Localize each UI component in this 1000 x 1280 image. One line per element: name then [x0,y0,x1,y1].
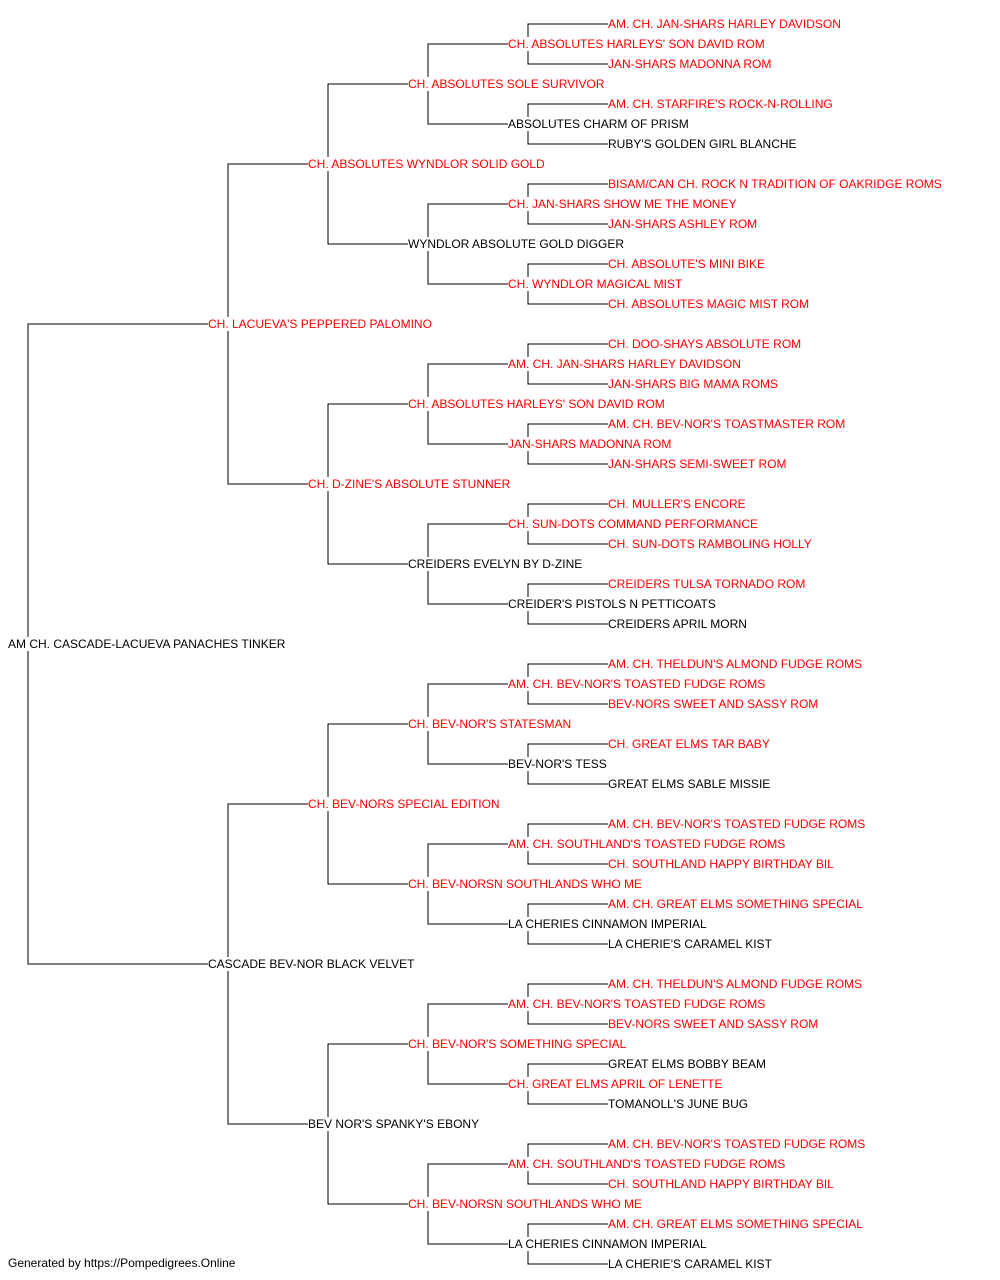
dog-name-dam-sire-sire-dam-sire: CH. GREAT ELMS TAR BABY [608,737,770,751]
dog-name-dam: CASCADE BEV-NOR BLACK VELVET [208,957,415,971]
pedigree-connector-dam-dam-dam [427,1163,508,1245]
dog-name-dam-sire-dam: CH. BEV-NORSN SOUTHLANDS WHO ME [408,877,642,891]
dog-name-dam-sire-dam-sire-sire: AM. CH. BEV-NOR'S TOASTED FUDGE ROMS [608,817,865,831]
dog-name-sire-sire-sire-dam-sire: AM. CH. STARFIRE'S ROCK-N-ROLLING [608,97,833,111]
dog-name-dam-sire: CH. BEV-NORS SPECIAL EDITION [308,797,500,811]
dog-name-dam-sire-dam-dam-sire: AM. CH. GREAT ELMS SOMETHING SPECIAL [608,897,863,911]
dog-name-dam-sire-sire-sire-sire: AM. CH. THELDUN'S ALMOND FUDGE ROMS [608,657,862,671]
dog-name-dam-sire-dam-dam-dam: LA CHERIE'S CARAMEL KIST [608,937,773,951]
pedigree-connector-dam-dam-dam-sire [527,1143,608,1185]
dog-name-sire-dam-sire-sire-dam: JAN-SHARS BIG MAMA ROMS [608,377,778,391]
pedigree-connector-sire-dam-dam-dam [527,583,608,625]
dog-name-dam-sire-sire-dam-dam: GREAT ELMS SABLE MISSIE [608,777,770,791]
dog-name-dam-dam-dam-dam-sire: AM. CH. GREAT ELMS SOMETHING SPECIAL [608,1217,863,1231]
pedigree-connector-root [27,323,208,965]
dog-name-sire-sire-dam-sire-dam: JAN-SHARS ASHLEY ROM [608,217,757,231]
dog-name-sire-dam: CH. D-ZINE'S ABSOLUTE STUNNER [308,477,511,491]
dog-name-sire-sire-sire-sire: CH. ABSOLUTES HARLEYS' SON DAVID ROM [508,37,765,51]
dog-name-sire-dam-dam-sire-sire: CH. MULLER'S ENCORE [608,497,746,511]
dog-name-sire-dam-sire-sire-sire: CH. DOO-SHAYS ABSOLUTE ROM [608,337,801,351]
pedigree-connector-sire-dam-sire [427,363,508,445]
pedigree-connector-dam-dam [327,1043,408,1205]
dog-name-sire-dam-dam-sire-dam: CH. SUN-DOTS RAMBOLING HOLLY [608,537,812,551]
dog-name-dam-dam-sire-sire: AM. CH. BEV-NOR'S TOASTED FUDGE ROMS [508,997,765,1011]
dog-name-dam-dam: BEV NOR'S SPANKY'S EBONY [308,1117,479,1131]
dog-name-sire-sire-dam-dam-dam: CH. ABSOLUTES MAGIC MIST ROM [608,297,809,311]
dog-name-sire-dam-dam-sire: CH. SUN-DOTS COMMAND PERFORMANCE [508,517,758,531]
dog-name-dam-dam-dam: CH. BEV-NORSN SOUTHLANDS WHO ME [408,1197,642,1211]
pedigree-connector-dam-sire [327,723,408,885]
pedigree-connector-sire-sire-dam-sire [527,183,608,225]
pedigree-connector-sire-sire [327,83,408,245]
pedigree-connector-sire-dam-dam-sire [527,503,608,545]
pedigree-connector-sire-dam-dam [427,523,508,605]
dog-name-sire-dam-dam-dam-dam: CREIDERS APRIL MORN [608,617,747,631]
dog-name-sire-sire-sire-dam: ABSOLUTES CHARM OF PRISM [508,117,689,131]
dog-name-: AM CH. CASCADE-LACUEVA PANACHES TINKER [8,637,286,651]
dog-name-sire-dam-sire-dam: JAN-SHARS MADONNA ROM [508,437,671,451]
dog-name-sire-sire-sire-dam-dam: RUBY'S GOLDEN GIRL BLANCHE [608,137,797,151]
dog-name-sire-sire-dam-dam: CH. WYNDLOR MAGICAL MIST [508,277,683,291]
dog-name-dam-sire-sire-sire: AM. CH. BEV-NOR'S TOASTED FUDGE ROMS [508,677,765,691]
dog-name-dam-sire-sire: CH. BEV-NOR'S STATESMAN [408,717,571,731]
dog-name-sire-sire-sire-sire-sire: AM. CH. JAN-SHARS HARLEY DAVIDSON [608,17,841,31]
dog-name-sire-sire-sire-sire-dam: JAN-SHARS MADONNA ROM [608,57,771,71]
pedigree-connector-sire-dam-sire-dam [527,423,608,465]
dog-name-sire-sire-dam: WYNDLOR ABSOLUTE GOLD DIGGER [408,237,624,251]
dog-name-sire: CH. LACUEVA'S PEPPERED PALOMINO [208,317,432,331]
dog-name-sire-dam-dam-dam-sire: CREIDERS TULSA TORNADO ROM [608,577,805,591]
dog-name-sire-dam-sire-dam-sire: AM. CH. BEV-NOR'S TOASTMASTER ROM [608,417,845,431]
pedigree-connector-sire-sire-sire-sire [527,23,608,65]
pedigree-connector-sire-sire-dam-dam [527,263,608,305]
pedigree-connector-dam-dam-sire [427,1003,508,1085]
pedigree-connector-sire-dam-sire-sire [527,343,608,385]
pedigree-connector-sire-dam [327,403,408,565]
pedigree-connector-sire [227,163,308,485]
dog-name-dam-dam-sire-sire-dam: BEV-NORS SWEET AND SASSY ROM [608,1017,818,1031]
dog-name-dam-dam-dam-dam-dam: LA CHERIE'S CARAMEL KIST [608,1257,773,1271]
dog-name-dam-sire-sire-dam: BEV-NOR'S TESS [508,757,607,771]
dog-name-dam-dam-sire: CH. BEV-NOR'S SOMETHING SPECIAL [408,1037,627,1051]
footer-credit: Generated by https://Pompedigrees.Online [8,1256,236,1270]
dog-name-sire-dam-sire: CH. ABSOLUTES HARLEYS' SON DAVID ROM [408,397,665,411]
pedigree-connector-sire-sire-dam [427,203,508,285]
dog-name-sire-dam-sire-sire: AM. CH. JAN-SHARS HARLEY DAVIDSON [508,357,741,371]
dog-name-dam-dam-dam-sire-dam: CH. SOUTHLAND HAPPY BIRTHDAY BIL [608,1177,834,1191]
pedigree-connector-dam-sire-sire [427,683,508,765]
dog-name-sire-dam-sire-dam-dam: JAN-SHARS SEMI-SWEET ROM [608,457,786,471]
dog-name-dam-dam-dam-sire-sire: AM. CH. BEV-NOR'S TOASTED FUDGE ROMS [608,1137,865,1151]
dog-name-sire-sire-sire: CH. ABSOLUTES SOLE SURVIVOR [408,77,605,91]
dog-name-sire-dam-dam: CREIDERS EVELYN BY D-ZINE [408,557,582,571]
pedigree-connector-dam-sire-dam-sire [527,823,608,865]
dog-name-dam-sire-dam-sire-dam: CH. SOUTHLAND HAPPY BIRTHDAY BIL [608,857,834,871]
dog-name-dam-sire-sire-sire-dam: BEV-NORS SWEET AND SASSY ROM [608,697,818,711]
pedigree-connector-dam-sire-dam [427,843,508,925]
pedigree-connector-dam-sire-dam-dam [527,903,608,945]
pedigree-connector-sire-sire-sire [427,43,508,125]
pedigree-connector-dam-dam-dam-dam [527,1223,608,1265]
pedigree-connector-dam-sire-sire-dam [527,743,608,785]
dog-name-dam-dam-sire-dam-sire: GREAT ELMS BOBBY BEAM [608,1057,766,1071]
pedigree-connector-sire-sire-sire-dam [527,103,608,145]
dog-name-dam-sire-dam-dam: LA CHERIES CINNAMON IMPERIAL [508,917,707,931]
dog-name-sire-sire-dam-dam-sire: CH. ABSOLUTE'S MINI BIKE [608,257,765,271]
pedigree-connector-dam [227,803,308,1125]
dog-name-dam-sire-dam-sire: AM. CH. SOUTHLAND'S TOASTED FUDGE ROMS [508,837,785,851]
dog-name-sire-sire-dam-sire-sire: BISAM/CAN CH. ROCK N TRADITION OF OAKRID… [608,177,942,191]
pedigree-connector-dam-sire-sire-sire [527,663,608,705]
dog-name-dam-dam-sire-dam-dam: TOMANOLL'S JUNE BUG [608,1097,748,1111]
dog-name-sire-sire: CH. ABSOLUTES WYNDLOR SOLID GOLD [308,157,545,171]
pedigree-connector-dam-dam-sire-sire [527,983,608,1025]
pedigree-connector-dam-dam-sire-dam [527,1063,608,1105]
dog-name-dam-dam-sire-sire-sire: AM. CH. THELDUN'S ALMOND FUDGE ROMS [608,977,862,991]
dog-name-sire-sire-dam-sire: CH. JAN-SHARS SHOW ME THE MONEY [508,197,736,211]
dog-name-sire-dam-dam-dam: CREIDER'S PISTOLS N PETTICOATS [508,597,716,611]
dog-name-dam-dam-dam-sire: AM. CH. SOUTHLAND'S TOASTED FUDGE ROMS [508,1157,785,1171]
dog-name-dam-dam-dam-dam: LA CHERIES CINNAMON IMPERIAL [508,1237,707,1251]
dog-name-dam-dam-sire-dam: CH. GREAT ELMS APRIL OF LENETTE [508,1077,723,1091]
